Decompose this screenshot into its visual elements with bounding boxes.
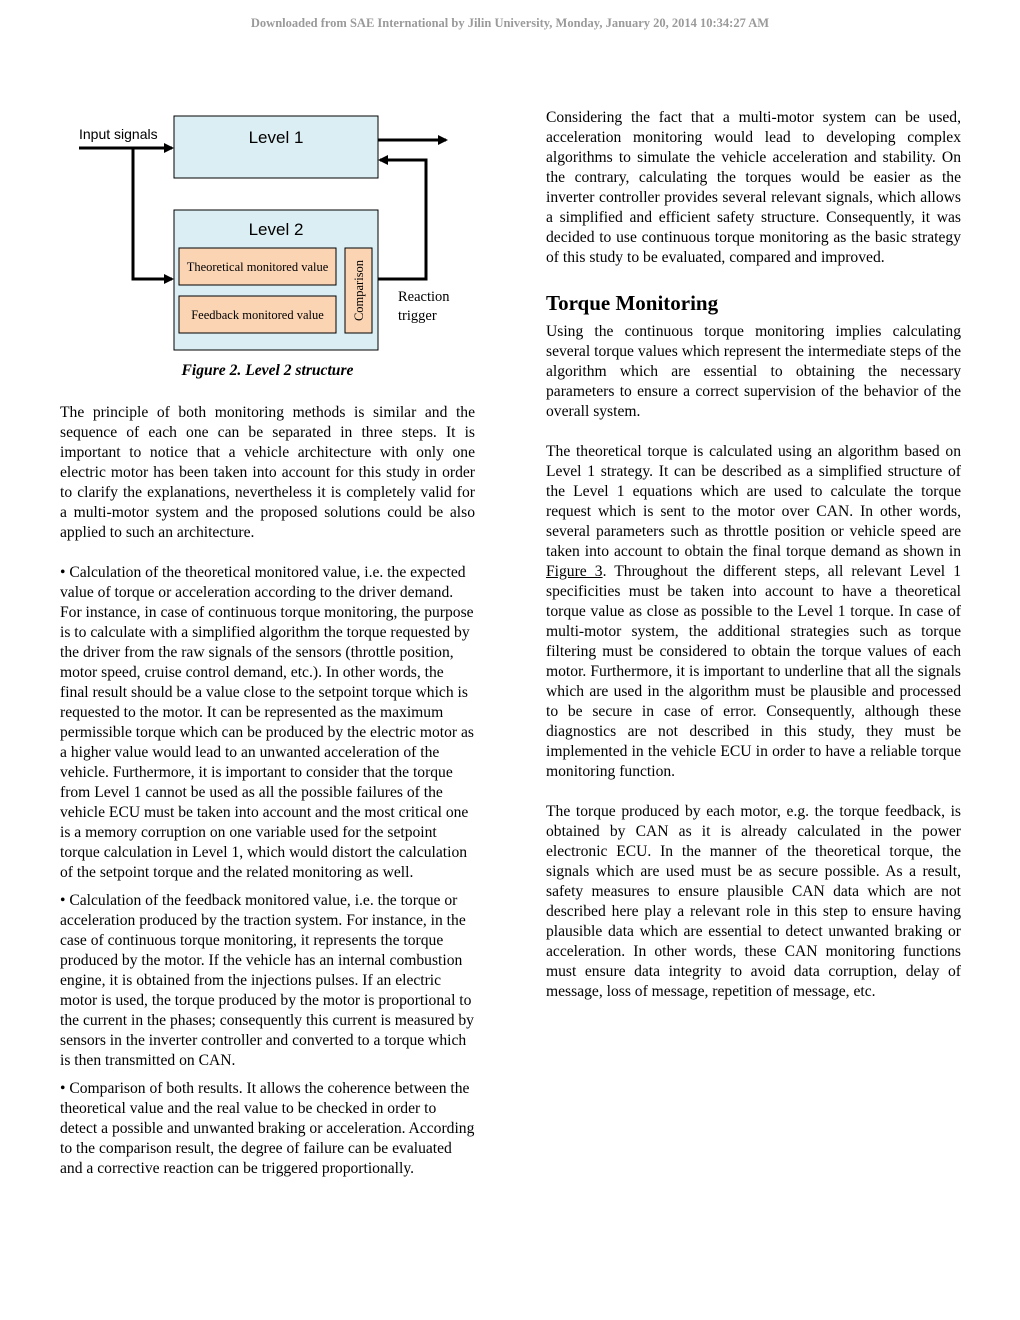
level1-label: Level 1	[249, 128, 304, 147]
theoretical-torque-paragraph: The theoretical torque is calculated usi…	[546, 442, 961, 782]
level2-structure-figure: Level 1 Level 2 Theoretical monitored va…	[60, 100, 480, 390]
reaction-label-line2: trigger	[398, 308, 437, 324]
steps-list: • Calculation of the theoretical monitor…	[60, 563, 475, 1179]
principle-paragraph: The principle of both monitoring methods…	[60, 404, 475, 541]
theoretical-monitored-label: Theoretical monitored value	[187, 260, 329, 274]
figure-caption: Figure 2. Level 2 structure	[181, 362, 354, 379]
feedback-monitored-box	[178, 295, 337, 334]
reaction-label-line1: Reaction	[398, 289, 450, 305]
left-column: The principle of both monitoring methods…	[60, 403, 475, 1179]
step-theoretical: • Calculation of the theoretical monitor…	[60, 564, 474, 881]
theoretical-torque-text-a: The theoretical torque is calculated usi…	[546, 443, 961, 560]
input-branch-arrow	[131, 148, 174, 284]
theoretical-monitored-box	[178, 247, 337, 286]
level2-label: Level 2	[249, 220, 304, 239]
right-column: Considering the fact that a multi-motor …	[546, 108, 961, 1002]
comparison-box	[344, 247, 373, 334]
figure3-link[interactable]: Figure 3	[546, 563, 603, 580]
reaction-trigger-arrow	[378, 155, 428, 281]
level2-diagram: Level 1 Level 2 Theoretical monitored va…	[79, 115, 450, 351]
section-heading-torque-monitoring: Torque Monitoring	[546, 291, 719, 315]
continuous-monitoring-paragraph: Using the continuous torque monitoring i…	[546, 323, 961, 420]
torque-feedback-paragraph: The torque produced by each motor, e.g. …	[546, 803, 961, 1000]
theoretical-torque-text-b: . Throughout the different steps, all re…	[546, 563, 961, 780]
input-signals-label: Input signals	[79, 126, 158, 142]
level1-box	[173, 115, 379, 179]
multi-motor-paragraph: Considering the fact that a multi-motor …	[546, 109, 961, 266]
step-comparison: • Comparison of both results. It allows …	[60, 1080, 475, 1177]
comparison-label: Comparison	[352, 259, 366, 321]
download-watermark: Downloaded from SAE International by Jil…	[250, 16, 770, 30]
feedback-monitored-label: Feedback monitored value	[191, 308, 324, 322]
step-feedback: • Calculation of the feedback monitored …	[60, 892, 474, 1069]
